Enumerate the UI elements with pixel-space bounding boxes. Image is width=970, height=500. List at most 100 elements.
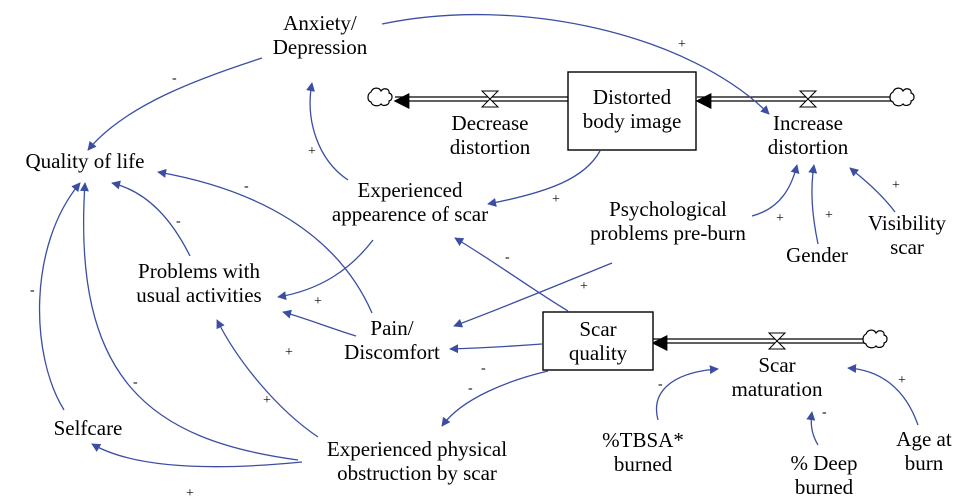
- polarity-pain-to-qol: -: [244, 179, 249, 194]
- label-line: burned: [795, 475, 854, 499]
- link-anxiety-to-increase-distortion: [381, 13, 770, 115]
- polarity-appearance-to-anxiety: +: [308, 144, 316, 159]
- polarity-appearance-to-activities: +: [314, 294, 322, 309]
- label-line: Discomfort: [344, 340, 440, 364]
- link-deep-to-maturation: [806, 411, 819, 446]
- polarity-obstruction-to-selfcare: +: [186, 486, 194, 500]
- link-activities-to-quality-of-life: [111, 180, 191, 257]
- stock-scar-quality[interactable]: [542, 311, 654, 371]
- link-visibility-to-increase-distortion: [849, 167, 896, 213]
- label-line: body image: [583, 109, 682, 133]
- label-line: distortion: [768, 135, 849, 159]
- label-line: scar: [890, 235, 924, 259]
- flow-pipe-decrease-distortion: [367, 87, 568, 109]
- var-quality-of-life[interactable]: Quality of life: [26, 149, 145, 173]
- label-line: Psychological: [609, 197, 727, 221]
- link-appearance-to-anxiety: [306, 82, 349, 181]
- label-line: Decrease: [452, 111, 529, 135]
- var-selfcare[interactable]: Selfcare: [54, 416, 123, 440]
- label-line: burn: [905, 451, 944, 475]
- polarity-scarq-to-appearance: -: [505, 250, 510, 265]
- label-line: obstruction by scar: [337, 461, 497, 485]
- flow-pipe-increase-distortion: [695, 87, 915, 109]
- polarity-gender-to-increase: +: [825, 208, 833, 223]
- link-obstruction-to-quality-of-life: [79, 182, 299, 461]
- polarity-visibility-to-increase: +: [892, 178, 900, 193]
- polarity-scarq-to-pain: -: [481, 361, 486, 376]
- label-line: distortion: [450, 135, 531, 159]
- label-line: Experienced: [358, 178, 463, 202]
- link-psych-to-increase-distortion: [751, 164, 800, 217]
- label-line: problems pre-burn: [590, 221, 746, 245]
- valve-icon: [480, 90, 500, 108]
- label-line: Anxiety/: [283, 11, 357, 35]
- link-pain-to-quality-of-life: [157, 168, 373, 314]
- link-age-to-maturation: [847, 364, 919, 426]
- label-line: Visibility: [868, 211, 947, 235]
- source-cloud-icon: [889, 87, 915, 107]
- stock-distorted-body-image[interactable]: [567, 71, 697, 151]
- link-psych-to-pain: [453, 262, 613, 328]
- label-line: Distorted: [593, 85, 672, 109]
- label-line: quality: [569, 341, 628, 365]
- polarity-pain-to-activities: +: [285, 345, 293, 360]
- label-line: Quality of life: [26, 149, 145, 173]
- link-scar-quality-to-appearance: [454, 237, 569, 312]
- label-line: appearence of scar: [332, 202, 488, 226]
- label-line: Scar: [758, 353, 795, 377]
- link-appearance-to-activities: [277, 239, 374, 301]
- source-cloud-icon: [367, 87, 393, 107]
- var-gender[interactable]: Gender: [786, 243, 848, 267]
- link-scar-quality-to-pain: [449, 343, 543, 354]
- flow-pipe-scar-maturation: [651, 329, 888, 351]
- link-selfcare-to-quality-of-life: [38, 182, 81, 411]
- var-anxiety-depression[interactable]: Anxiety/Depression: [273, 11, 368, 59]
- polarity-selfcare-to-qol: -: [30, 283, 35, 298]
- label-line: Scar: [579, 317, 616, 341]
- label-line: Depression: [273, 35, 368, 59]
- link-tbsa-to-maturation: [655, 365, 719, 421]
- polarity-age-to-maturation: +: [898, 373, 906, 388]
- label-line: usual activities: [136, 283, 261, 307]
- label-line: Problems with: [138, 259, 260, 283]
- label-line: %TBSA*: [602, 428, 684, 452]
- valve-icon: [798, 90, 818, 108]
- label-line: Experienced physical: [327, 437, 507, 461]
- polarity-activities-to-qol: -: [176, 214, 181, 229]
- polarity-anxiety-to-qol: -: [172, 71, 177, 86]
- polarity-tbsa-to-maturation: -: [658, 377, 663, 392]
- label-line: Gender: [786, 243, 848, 267]
- polarity-obstruction-to-activities: +: [263, 393, 271, 408]
- source-cloud-icon: [862, 329, 888, 349]
- polarity-deep-to-maturation: -: [822, 405, 827, 420]
- var-tbsa-burned[interactable]: %TBSA*burned: [602, 428, 684, 476]
- link-obstruction-to-activities: [216, 319, 319, 438]
- link-gender-to-increase-distortion: [808, 164, 819, 245]
- var-pain-discomfort[interactable]: Pain/Discomfort: [344, 316, 440, 364]
- label-line: maturation: [732, 377, 823, 401]
- polarity-psych-to-pain: +: [580, 279, 588, 294]
- label-line: Increase: [773, 111, 843, 135]
- link-obstruction-to-selfcare: [91, 443, 303, 468]
- label-line: Age at: [896, 427, 952, 451]
- label-line: % Deep: [790, 451, 857, 475]
- label-line: burned: [614, 452, 673, 476]
- polarity-anxiety-to-increase: +: [678, 37, 686, 52]
- polarity-scarq-to-obstruction: -: [468, 381, 473, 396]
- label-line: Pain/: [370, 316, 413, 340]
- link-scar-quality-to-obstruction: [441, 370, 549, 427]
- link-distorted-to-appearance: [487, 150, 601, 207]
